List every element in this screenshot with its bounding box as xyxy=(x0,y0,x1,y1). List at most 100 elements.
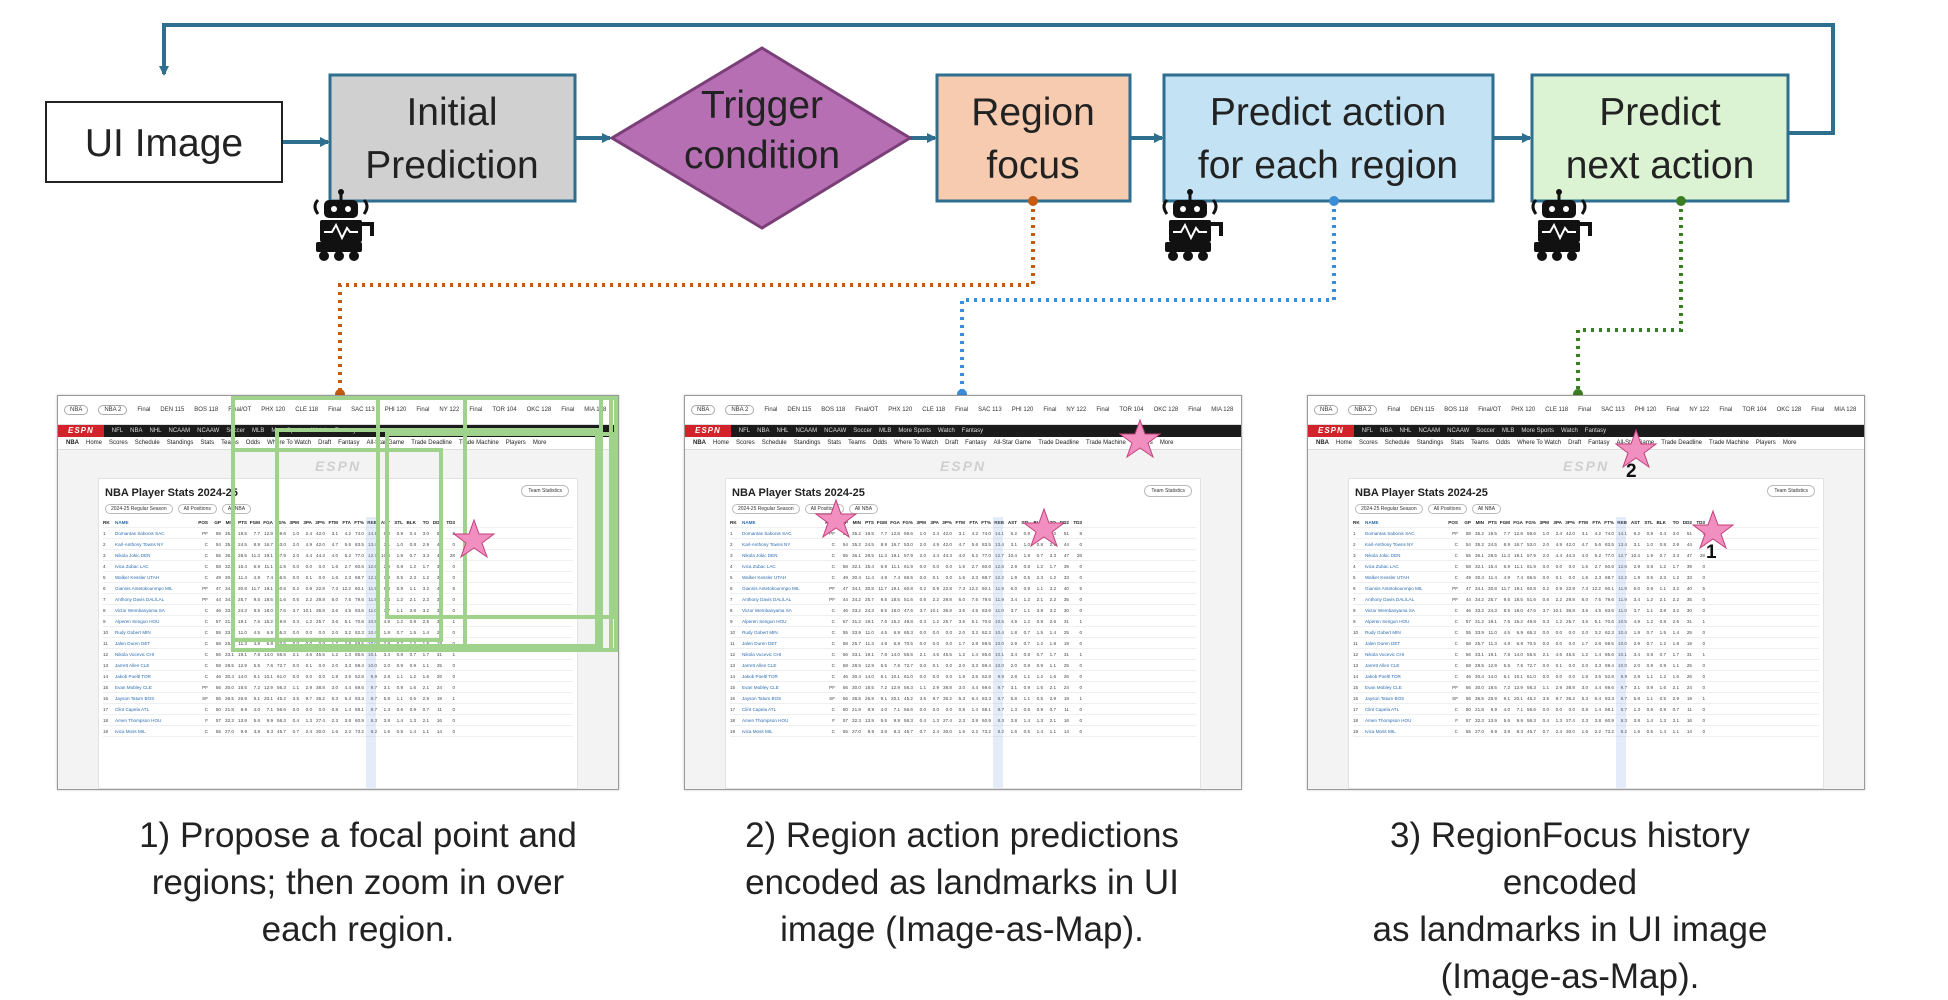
subnav-link[interactable]: Teams xyxy=(221,440,239,446)
score-item[interactable]: CLE 118 xyxy=(295,407,319,413)
subnav-link[interactable]: Fantasy xyxy=(1588,440,1610,446)
player-link[interactable]: Karl-Anthony Towns NY xyxy=(115,541,164,547)
score-item[interactable]: Final xyxy=(137,407,151,413)
column-header[interactable]: FG% xyxy=(902,519,913,525)
player-link[interactable]: Giannis Antetokounmpo MIL xyxy=(742,585,800,591)
player-link[interactable]: Domantas Sabonis SAC xyxy=(742,530,792,536)
score-item[interactable]: Final xyxy=(1719,407,1733,413)
column-header[interactable]: FGA xyxy=(1513,519,1523,525)
score-item[interactable]: MIA 128 xyxy=(584,407,607,413)
player-link[interactable]: Clint Capela ATL xyxy=(742,706,777,712)
score-item[interactable]: BOS 118 xyxy=(821,407,846,413)
team-stats-button[interactable]: Team Statistics xyxy=(1144,485,1192,497)
player-link[interactable]: Nikola Vucevic CHI xyxy=(1365,651,1405,657)
column-header[interactable]: MIN xyxy=(225,519,234,525)
score-item[interactable]: NBA xyxy=(64,405,89,415)
score-item[interactable]: Final xyxy=(764,407,778,413)
subnav-link[interactable]: All-Star Game xyxy=(1616,440,1655,446)
player-link[interactable]: Karl-Anthony Towns NY xyxy=(742,541,791,547)
subnav-link[interactable]: Where To Watch xyxy=(1517,440,1562,446)
nav-link[interactable]: NFL xyxy=(1361,428,1374,434)
player-link[interactable]: Ivica Moss MIL xyxy=(115,728,146,734)
player-link[interactable]: Anthony Davis DAL/LAL xyxy=(742,596,792,602)
column-header[interactable]: FT% xyxy=(354,519,364,525)
subnav-link[interactable]: Fantasy xyxy=(338,440,360,446)
subnav-link[interactable]: Draft xyxy=(318,440,332,446)
player-link[interactable]: Victor Wembanyama SA xyxy=(115,607,165,613)
player-link[interactable]: Jakob Poeltl TOR xyxy=(115,673,151,679)
column-header[interactable]: FGA xyxy=(263,519,273,525)
player-link[interactable]: Walker Kessler UTAH xyxy=(742,574,787,580)
player-link[interactable]: Walker Kessler UTAH xyxy=(115,574,160,580)
subnav-link[interactable]: Scores xyxy=(736,440,755,446)
score-item[interactable]: BOS 118 xyxy=(1444,407,1469,413)
player-link[interactable]: Jarrett Allen CLE xyxy=(742,662,777,668)
column-header[interactable]: FTM xyxy=(328,519,338,525)
score-item[interactable]: PHI 120 xyxy=(1634,407,1657,413)
column-header[interactable]: 3PA xyxy=(930,519,939,525)
player-link[interactable]: Walker Kessler UTAH xyxy=(1365,574,1410,580)
team-stats-button[interactable]: Team Statistics xyxy=(521,485,569,497)
nav-link[interactable]: Watch xyxy=(311,428,328,434)
nav-link[interactable]: NHL xyxy=(149,428,162,434)
column-header[interactable]: RK xyxy=(730,519,737,525)
column-header[interactable]: 3PM xyxy=(1539,519,1549,525)
player-link[interactable]: Jakob Poeltl TOR xyxy=(1365,673,1401,679)
score-item[interactable]: PHX 120 xyxy=(888,407,913,413)
player-link[interactable]: Jarrett Allen CLE xyxy=(115,662,150,668)
score-item[interactable]: Final xyxy=(1811,407,1825,413)
column-header[interactable]: TO xyxy=(1672,519,1679,525)
nav-link[interactable]: Fantasy xyxy=(961,428,984,434)
column-header[interactable]: FGM xyxy=(876,519,887,525)
subnav-link[interactable]: Trade Deadline xyxy=(1661,440,1702,446)
subnav-link[interactable]: Trade Deadline xyxy=(1038,440,1079,446)
player-link[interactable]: Jalen Duren DET xyxy=(1365,640,1401,646)
player-link[interactable]: Domantas Sabonis SAC xyxy=(1365,530,1415,536)
column-header[interactable]: FGA xyxy=(890,519,900,525)
subnav-link[interactable]: Trade Deadline xyxy=(411,440,452,446)
nav-link[interactable]: Fantasy xyxy=(1584,428,1607,434)
score-item[interactable]: CLE 118 xyxy=(922,407,946,413)
nav-link[interactable]: MLB xyxy=(878,428,892,434)
column-header[interactable]: NAME xyxy=(1365,519,1379,525)
score-item[interactable]: Final/OT xyxy=(228,407,252,413)
column-header[interactable]: BLK xyxy=(1656,519,1666,525)
nav-link[interactable]: NBA xyxy=(757,428,770,434)
subnav-link[interactable]: Standings xyxy=(793,440,821,446)
nav-link[interactable]: NHL xyxy=(776,428,789,434)
subnav-link[interactable]: More xyxy=(1782,440,1797,446)
score-item[interactable]: Final xyxy=(1578,407,1592,413)
nav-link[interactable]: NHL xyxy=(1399,428,1412,434)
column-header[interactable]: STL xyxy=(1021,519,1030,525)
player-link[interactable]: Jayson Tatum BOS xyxy=(115,695,155,701)
nav-link[interactable]: Watch xyxy=(1561,428,1578,434)
subnav-link[interactable]: Stats xyxy=(200,440,215,446)
filter-dropdown[interactable]: 2024-25 Regular Season xyxy=(732,504,800,514)
score-item[interactable]: NBA xyxy=(1314,405,1339,415)
column-header[interactable]: GP xyxy=(214,519,221,525)
subnav-link[interactable]: Schedule xyxy=(1384,440,1410,446)
filter-dropdown[interactable]: All Positions xyxy=(804,504,844,514)
player-link[interactable]: Domantas Sabonis SAC xyxy=(115,530,165,536)
column-header[interactable]: STL xyxy=(1644,519,1653,525)
score-item[interactable]: Final xyxy=(1043,407,1057,413)
